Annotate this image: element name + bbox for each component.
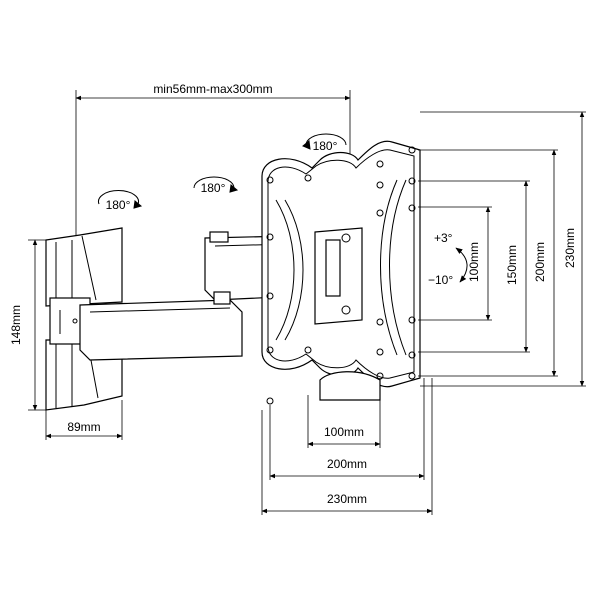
wall-plate-width-dimension: 89mm (45, 400, 123, 440)
vesa-v-200-label: 200mm (533, 242, 547, 282)
rotation-badge-head: 180° (302, 133, 347, 153)
rotation-wall-label: 180° (106, 198, 131, 212)
vesa-h-100-label: 100mm (324, 425, 364, 439)
wall-plate-height-dimension: 148mm (9, 239, 46, 411)
vesa-v-230-label: 230mm (563, 228, 577, 268)
arm-extension-dimension: min56mm-max300mm (75, 82, 351, 238)
tilt-up-label: +3° (434, 231, 453, 245)
vesa-plate (261, 140, 421, 405)
tilt-indicator: +3° −10° (428, 231, 468, 287)
vesa-horizontal-dimensions: 100mm 200mm 230mm (261, 378, 433, 515)
rotation-badge-wall: 180° (98, 190, 143, 212)
rotation-head-label: 180° (313, 139, 338, 153)
vesa-v-150-label: 150mm (505, 245, 519, 285)
vesa-h-230-label: 230mm (327, 492, 367, 506)
vesa-v-100-label: 100mm (467, 242, 481, 282)
rotation-arm-label: 180° (201, 181, 226, 195)
tilt-down-label: −10° (428, 273, 453, 287)
rotation-badge-arm: 180° (193, 176, 239, 195)
vesa-vertical-dimensions: 100mm 150mm 200mm 230mm (418, 111, 586, 387)
vesa-h-200-label: 200mm (327, 457, 367, 471)
wall-plate-width-label: 89mm (67, 420, 100, 434)
wall-plate-height-label: 148mm (9, 305, 23, 345)
arm-extension-label: min56mm-max300mm (153, 82, 272, 96)
